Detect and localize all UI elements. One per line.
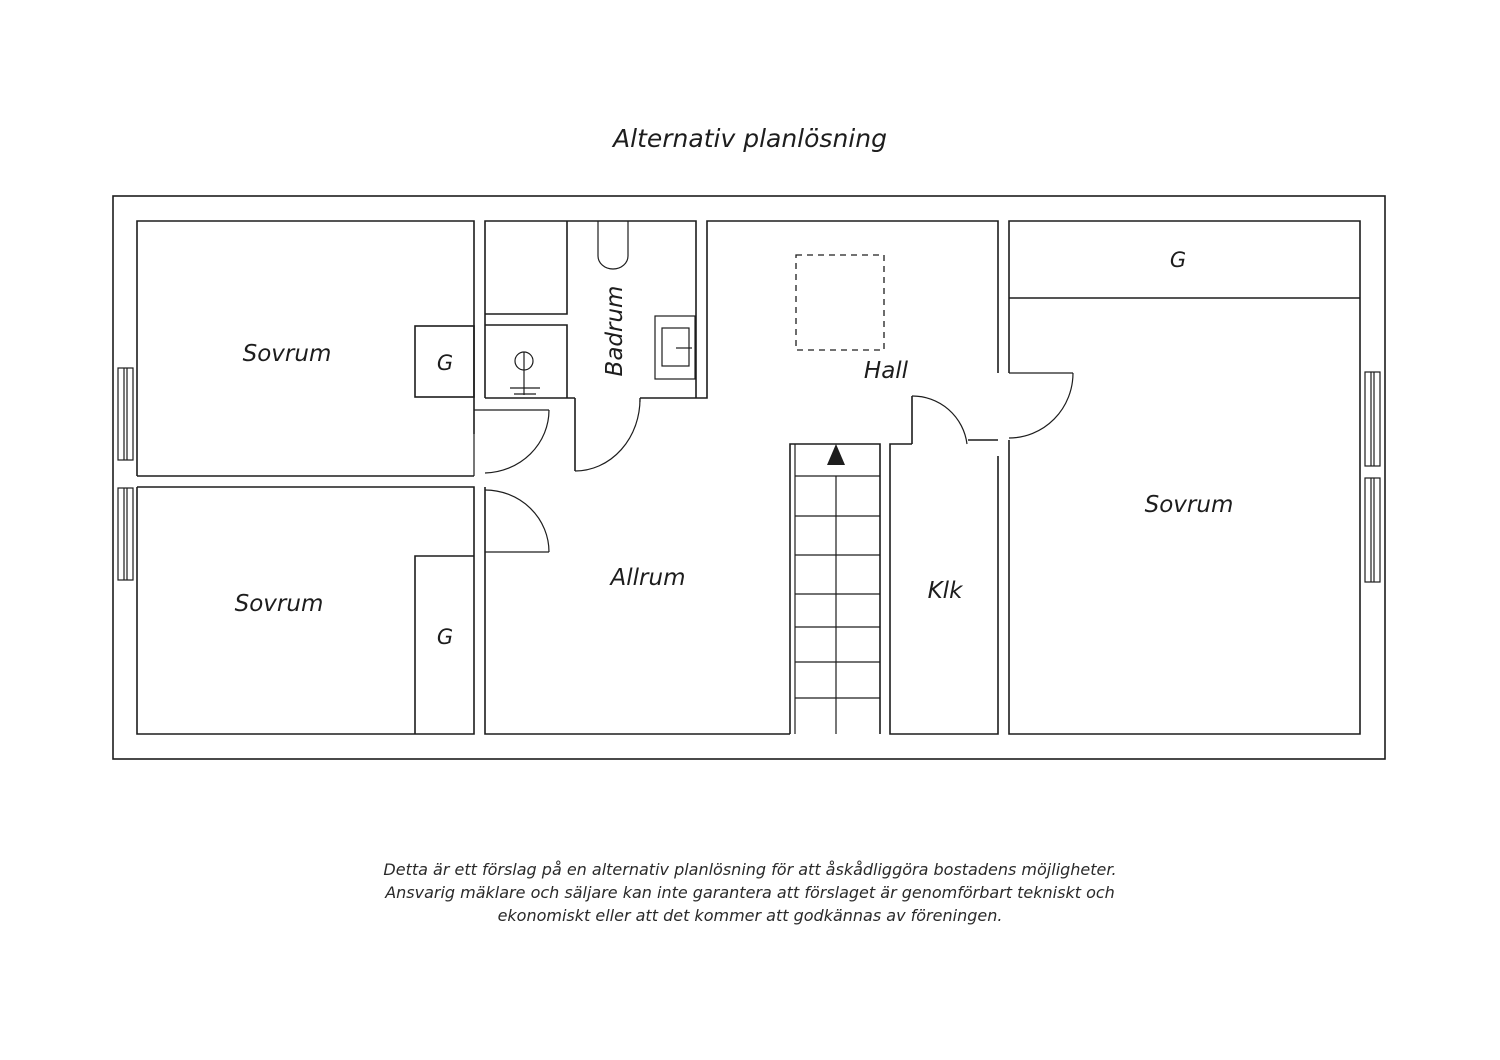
page-title: Alternativ planlösning xyxy=(613,124,887,153)
room-badrum xyxy=(484,220,697,471)
label-g-top-left: G xyxy=(437,351,453,375)
roof-hatch xyxy=(795,254,885,351)
label-badrum: Badrum xyxy=(602,286,628,377)
window-right-top xyxy=(1362,371,1384,467)
sink-icon xyxy=(654,315,696,380)
label-g-bottom-left: G xyxy=(437,625,453,649)
central-walls xyxy=(484,220,999,735)
toilet-icon xyxy=(597,221,629,270)
label-sovrum-top-left: Sovrum xyxy=(243,341,332,367)
stair-direction-arrow-icon xyxy=(827,444,845,465)
disclaimer-line-3: ekonomiskt eller att det kommer att godk… xyxy=(497,906,1003,925)
disclaimer-line-1: Detta är ett förslag på en alternativ pl… xyxy=(383,860,1117,879)
door-swings xyxy=(473,372,1074,553)
closet-g-top-left xyxy=(414,325,475,398)
label-sovrum-bottom-left: Sovrum xyxy=(235,591,324,617)
staircase xyxy=(789,443,881,734)
window-left-bottom xyxy=(114,487,136,581)
label-hall: Hall xyxy=(864,358,909,384)
disclaimer-text: Detta är ett förslag på en alternativ pl… xyxy=(300,858,1200,927)
disclaimer-line-2: Ansvarig mäklare och säljare kan inte ga… xyxy=(385,883,1115,902)
room-sovrum-bottom-left xyxy=(136,486,475,735)
room-sovrum-right xyxy=(1008,220,1361,735)
label-sovrum-right: Sovrum xyxy=(1145,492,1234,518)
label-allrum: Allrum xyxy=(609,565,686,591)
outer-wall xyxy=(112,195,1386,760)
window-right-bottom xyxy=(1362,477,1384,583)
shower-icon xyxy=(510,351,540,395)
room-sovrum-top-left xyxy=(136,220,475,477)
closet-g-bottom-left xyxy=(414,555,474,734)
label-klk: Klk xyxy=(928,578,964,604)
label-g-top-right: G xyxy=(1170,248,1186,272)
window-left-top xyxy=(114,367,136,461)
